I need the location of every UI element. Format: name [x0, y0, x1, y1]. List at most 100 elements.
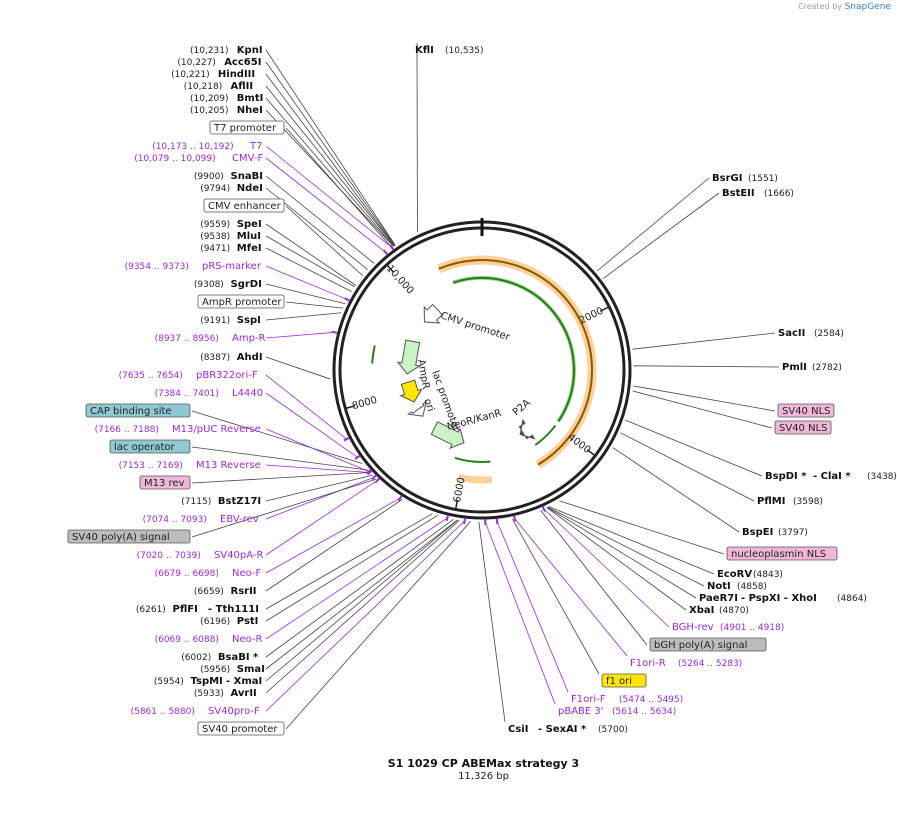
- primer-label[interactable]: Amp-R: [232, 333, 266, 344]
- site-position: (9308): [194, 280, 224, 290]
- feature-box[interactable]: [197, 721, 285, 736]
- primer-label[interactable]: EBV-rev: [220, 514, 259, 525]
- site-label[interactable]: SpeI: [237, 219, 262, 230]
- site-label[interactable]: NotI: [707, 581, 731, 592]
- feature-box[interactable]: [777, 403, 835, 418]
- site-label[interactable]: EcoRV: [717, 569, 752, 580]
- feature-box-label: SV40 promoter: [202, 724, 278, 735]
- site-label[interactable]: RsrII: [231, 586, 257, 597]
- cds-green-arc[interactable]: [452, 277, 575, 422]
- feature-block[interactable]: [430, 421, 465, 450]
- site-label[interactable]: BspDI *: [765, 471, 807, 482]
- site-label[interactable]: NheI: [237, 105, 263, 116]
- feature-box[interactable]: [203, 198, 285, 213]
- ampr-arc[interactable]: [371, 345, 376, 364]
- feature-box[interactable]: [774, 420, 832, 435]
- site-label[interactable]: MluI: [237, 231, 261, 242]
- feature-box[interactable]: [649, 637, 767, 652]
- plasmid-size: 11,326 bp: [458, 771, 509, 782]
- primer-label[interactable]: SV40pro-F: [208, 706, 260, 717]
- site-label[interactable]: SacII: [778, 328, 805, 339]
- feature-box[interactable]: [726, 546, 838, 561]
- site-label[interactable]: BspEI: [742, 527, 773, 538]
- feature-box[interactable]: [197, 294, 285, 309]
- feature-box[interactable]: [67, 529, 191, 544]
- feature-block[interactable]: [423, 303, 443, 324]
- site-label[interactable]: BstZ17I: [218, 496, 261, 507]
- feature-label: P2A: [511, 397, 533, 418]
- site-label[interactable]: PmlI: [782, 362, 807, 373]
- backbone-outer: [332, 220, 632, 520]
- primer-label[interactable]: pBR322ori-F: [196, 370, 258, 381]
- feature-block[interactable]: [399, 379, 423, 403]
- site-position: (5700): [598, 725, 628, 735]
- site-label[interactable]: SmaI: [237, 664, 265, 675]
- feature-box[interactable]: [601, 673, 647, 688]
- cds-orange-arc-2[interactable]: [457, 474, 493, 484]
- leader-line: [265, 519, 458, 682]
- site-label[interactable]: Acc65I: [224, 57, 261, 68]
- site-label[interactable]: PflMI: [757, 496, 785, 507]
- feature-arcs: [331, 244, 597, 525]
- site-label[interactable]: PflFI: [173, 604, 198, 615]
- leader-line: [546, 507, 687, 611]
- site-label[interactable]: AhdI: [237, 352, 263, 363]
- feature-box[interactable]: [109, 439, 191, 454]
- primer-label[interactable]: Neo-F: [232, 568, 262, 579]
- primer-label[interactable]: T7: [249, 141, 262, 152]
- leader-line: [191, 478, 377, 538]
- site-position: (10,209): [190, 94, 229, 104]
- primer-label[interactable]: BGH-rev: [672, 622, 714, 633]
- site-position: (9900): [194, 172, 224, 182]
- site-position: (5954): [154, 677, 184, 687]
- site-label[interactable]: SnaBI: [231, 171, 263, 182]
- feature-box[interactable]: [209, 120, 285, 135]
- site-position: (4870): [719, 606, 749, 616]
- leader-line: [265, 97, 395, 247]
- site-position: (6261): [136, 605, 166, 615]
- cds-orange-arc[interactable]: [438, 259, 593, 466]
- feature-block[interactable]: [396, 339, 421, 375]
- site-label[interactable]: CsiI: [508, 724, 528, 735]
- site-label[interactable]: NdeI: [237, 183, 263, 194]
- cds-green-arc-2[interactable]: [534, 424, 557, 446]
- site-label[interactable]: SgrDI: [231, 279, 262, 290]
- site-label[interactable]: KpnI: [237, 45, 263, 56]
- primer-label[interactable]: F1ori-R: [630, 658, 666, 669]
- site-label[interactable]: SspI: [237, 315, 261, 326]
- site-position: (9559): [200, 220, 230, 230]
- cds-green-arc-3[interactable]: [454, 456, 491, 463]
- site-label[interactable]: BstEII: [722, 188, 755, 199]
- leader-line: [548, 506, 715, 575]
- site-label[interactable]: TspMI: [191, 676, 223, 687]
- site-label[interactable]: PaeR7I: [699, 593, 738, 604]
- primer-label[interactable]: M13 Reverse: [196, 460, 261, 471]
- primer-label[interactable]: L4440: [232, 388, 263, 399]
- primer-label[interactable]: CMV-F: [232, 153, 263, 164]
- site-position: (7166 .. 7188): [95, 425, 159, 435]
- site-label[interactable]: AflII: [231, 81, 254, 92]
- feature-box[interactable]: [139, 475, 191, 490]
- site-label[interactable]: MfeI: [237, 243, 262, 254]
- primer-label[interactable]: Neo-R: [232, 634, 263, 645]
- feature-block[interactable]: [406, 400, 427, 417]
- site-label[interactable]: AvrII: [231, 688, 257, 699]
- primer-label[interactable]: SV40pA-R: [214, 550, 263, 561]
- primer-tick: [365, 468, 372, 475]
- site-label[interactable]: HindIII: [218, 69, 255, 80]
- site-label[interactable]: BmtI: [237, 93, 264, 104]
- leader-line: [265, 476, 375, 520]
- site-label[interactable]: BsrGI: [712, 173, 742, 184]
- site-label[interactable]: PstI: [237, 616, 259, 627]
- primer-label[interactable]: pBABE 3': [558, 706, 604, 717]
- site-label[interactable]: KflI: [415, 45, 434, 56]
- primer-label[interactable]: pRS-marker: [202, 261, 262, 272]
- site-label[interactable]: XbaI: [689, 605, 714, 616]
- feature-block[interactable]: [518, 418, 536, 440]
- site-label[interactable]: BsaBI *: [218, 652, 259, 663]
- primer-label[interactable]: F1ori-F: [571, 694, 606, 705]
- feature-box[interactable]: [85, 403, 191, 418]
- leader-line: [546, 506, 697, 599]
- primer-label[interactable]: M13/pUC Reverse: [172, 424, 261, 435]
- feature-label: AmpR: [415, 359, 431, 390]
